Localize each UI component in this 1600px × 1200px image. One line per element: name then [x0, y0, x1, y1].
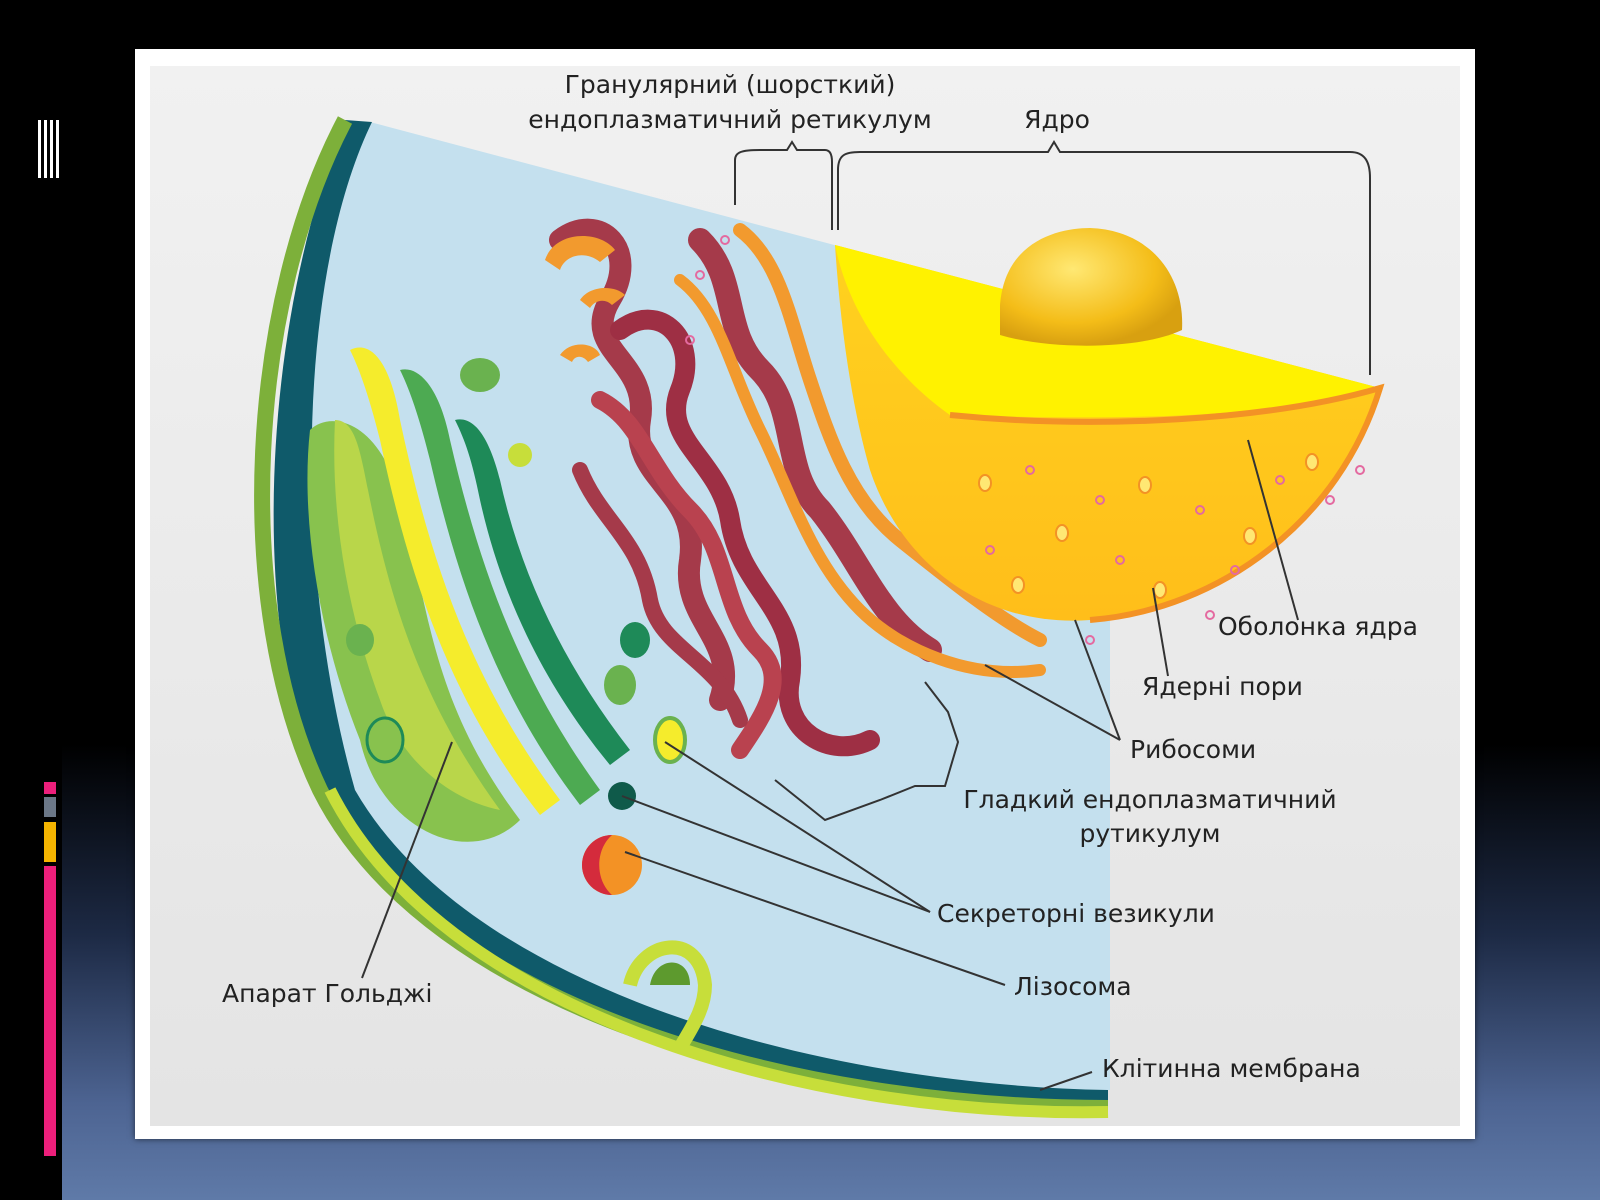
decor-bar-pink-long	[44, 866, 56, 1156]
vesicle-teal-2	[604, 665, 636, 705]
golgi-vesicle-left-2	[346, 624, 374, 656]
nuclear-pores	[978, 453, 1319, 599]
leader-golgi	[361, 741, 453, 979]
bracket-nucleus	[837, 140, 1371, 375]
golgi-apparatus	[307, 347, 630, 842]
vesicle-yellow	[653, 716, 687, 764]
label-cell-membrane: Клітинна мембрана	[1102, 1054, 1361, 1083]
bracket-smooth-er	[774, 681, 960, 822]
leader-membrane	[1039, 1071, 1093, 1091]
label-rough-er-2: ендоплазматичний ретикулум	[528, 105, 931, 134]
label-nucleus: Ядро	[1024, 105, 1090, 134]
leader-lysosome	[624, 851, 1006, 986]
vesicle-green-2	[508, 443, 532, 467]
rough-er	[549, 218, 1047, 759]
nuclear-envelope	[949, 383, 1385, 623]
nucleolus	[1000, 228, 1183, 346]
label-golgi: Апарат Гольджі	[222, 979, 432, 1008]
cell-membrane-outline	[324, 787, 1109, 1119]
bracket-rough-er	[734, 140, 833, 230]
label-nuclear-pores: Ядерні пори	[1142, 672, 1303, 701]
label-secretory-vesicles: Секреторні везикули	[937, 899, 1215, 928]
rough-er-cap-3	[560, 344, 600, 362]
leader-ribosomes-2	[984, 664, 1121, 741]
decor-bar-pink-small	[44, 782, 56, 794]
label-rough-er-1: Гранулярний (шорсткий)	[565, 70, 896, 99]
label-smooth-er-1: Гладкий ендоплазматичний	[963, 785, 1336, 814]
label-lysosome: Лізосома	[1014, 972, 1132, 1001]
label-smooth-er-2: рутикулум	[1079, 819, 1220, 848]
rough-er-cap-1	[545, 236, 615, 270]
golgi-vesicle-left	[365, 716, 405, 764]
leader-envelope	[1247, 439, 1299, 621]
label-ribosomes: Рибосоми	[1130, 735, 1256, 764]
rough-er-cap-2	[580, 288, 625, 308]
leader-pores	[1152, 587, 1169, 677]
decor-bar-gold	[44, 822, 56, 862]
label-nuclear-envelope: Оболонка ядра	[1218, 612, 1418, 641]
leader-vesicle-2	[621, 795, 931, 913]
decor-bars-top	[38, 120, 62, 178]
leader-ribosomes-1	[1074, 619, 1121, 741]
vesicle-green-1	[460, 358, 500, 392]
membrane-bud	[623, 940, 713, 1052]
decor-bar-gray	[44, 797, 56, 817]
ribosome-dots	[685, 235, 1365, 645]
leader-vesicle-1	[664, 741, 931, 913]
vesicle-teal-1	[620, 622, 650, 658]
